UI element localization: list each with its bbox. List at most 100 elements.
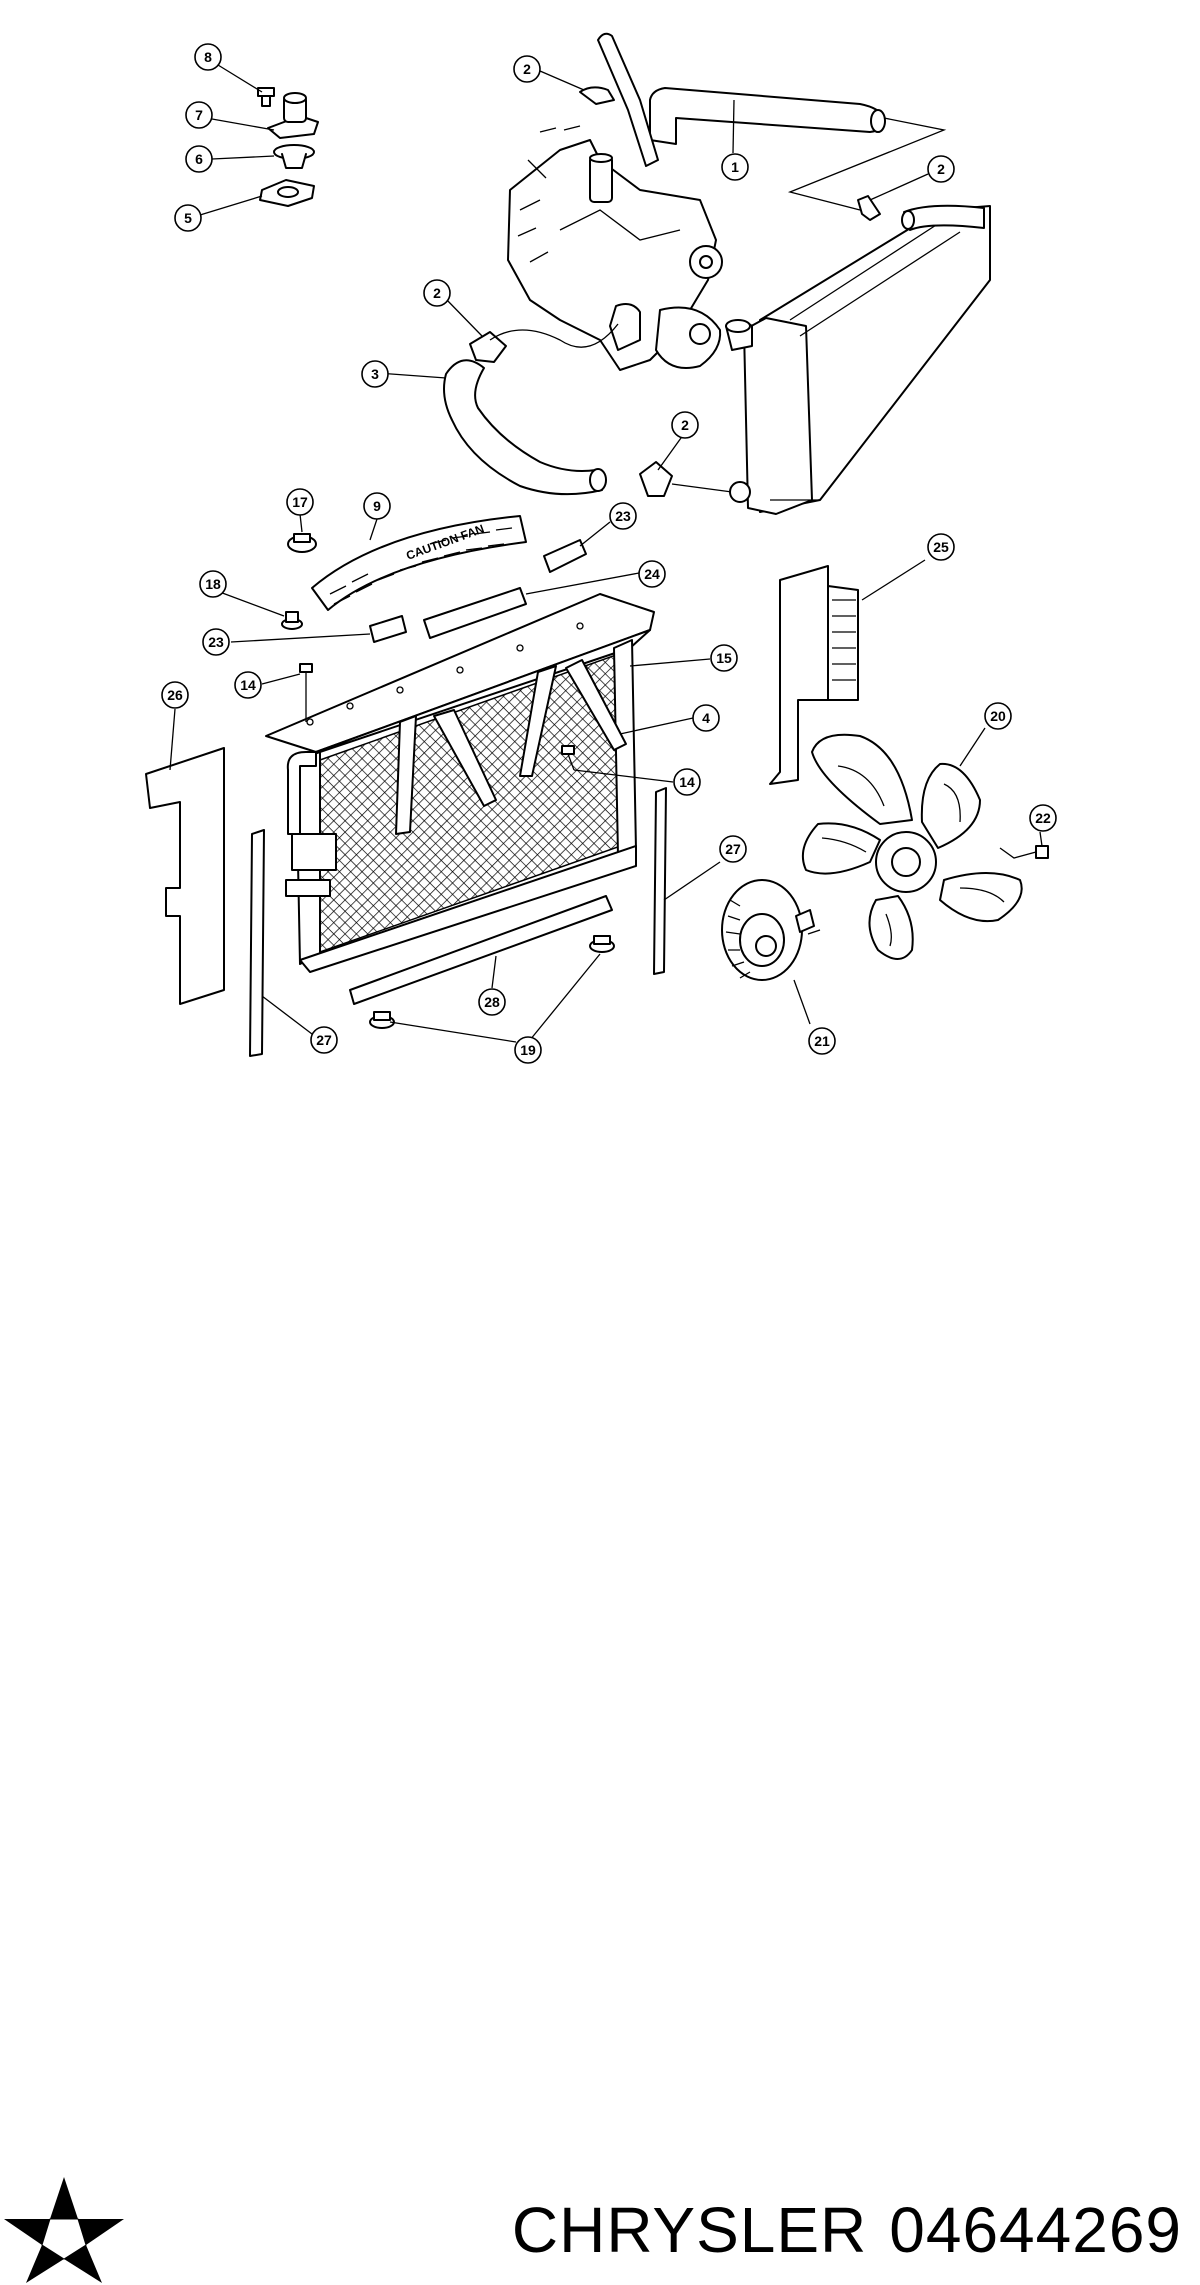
callout-label: 14 [679,774,695,790]
callout: 5 [174,204,202,232]
callout-label: 21 [814,1033,830,1049]
callout-label: 27 [725,841,741,857]
callout-label: 25 [933,539,949,555]
callout-label: 9 [373,498,381,514]
callout: 19 [514,1036,542,1064]
callout: 9 [363,492,391,520]
parts-diagram: CAUTION FAN [145,32,1057,1064]
grommet-18 [281,611,303,630]
bracket-bolt-14-lower [561,745,575,771]
callout: 18 [199,570,227,598]
callout: 7 [185,101,213,129]
callout-label: 1 [731,159,739,175]
callout: 1 [721,153,749,181]
callout: 14 [673,768,701,796]
radiator [725,204,991,515]
lower-seal-28 [349,895,613,1005]
callout: 20 [984,702,1012,730]
callout-label: 27 [316,1032,332,1048]
hose-clamp-top [579,86,615,105]
callouts: 8 7 6 5 2 1 2 2 3 2 17 9 23 25 24 18 23 … [161,43,1057,1064]
guide-line-lower [489,323,733,493]
callout-label: 14 [240,677,256,693]
brand-part-number: CHRYSLER 04644269 [512,2193,1182,2267]
callout-label: 2 [937,161,945,177]
callout: 21 [808,1027,836,1055]
callout-label: 6 [195,151,203,167]
callout-label: 8 [204,49,212,65]
pentastar-icon [4,2177,124,2283]
callout: 2 [671,411,699,439]
callout: 17 [286,488,314,516]
callout-label: 23 [615,508,631,524]
guide-line-upper [787,117,947,211]
fan-clutch [721,879,815,981]
callout: 28 [478,988,506,1016]
callout: 2 [423,279,451,307]
right-shield-25 [769,565,859,785]
callout: 6 [185,145,213,173]
callout-label: 17 [292,494,308,510]
callout: 24 [638,560,666,588]
callout-label: 19 [520,1042,536,1058]
callout: 26 [161,681,189,709]
callout-label: 23 [208,634,224,650]
thermostat [273,144,315,169]
left-shield-26 [145,747,225,1005]
callout: 2 [513,55,541,83]
thermostat-bolt [257,87,275,107]
support-rod-left [395,715,417,835]
callout: 25 [927,533,955,561]
bracket-bolt-14-upper [299,663,313,722]
part-number: 04644269 [889,2194,1182,2266]
callout-label: 26 [167,687,183,703]
fan-shroud [265,593,655,973]
hose-clamp-lower-right [639,461,673,497]
footer: CHRYSLER 04644269 [0,1085,1200,2283]
hose-clamp-lower-left [469,331,507,363]
callout-label: 22 [1035,810,1051,826]
bypass-hose [597,32,659,167]
lower-hose [443,359,607,496]
callout-label: 20 [990,708,1006,724]
callout: 3 [361,360,389,388]
fan-bolt-22 [999,845,1049,859]
callout-label: 2 [681,417,689,433]
callout-label: 18 [205,576,221,592]
rubber-cushion-23-lower [369,615,407,643]
callout: 2 [927,155,955,183]
callout: 23 [609,502,637,530]
support-rod-center [433,709,497,807]
callout-label: 15 [716,650,732,666]
side-seal-27-right [653,787,667,975]
callout-label: 4 [702,710,710,726]
callout: 14 [234,671,262,699]
callout-label: 3 [371,366,379,382]
grommet-17 [287,533,317,553]
rubber-strip-24 [423,587,527,639]
thermostat-gasket [259,179,315,207]
upper-hose [649,87,886,145]
callout-label: 24 [644,566,660,582]
callout: 23 [202,628,230,656]
callout-label: 2 [523,61,531,77]
engine-block [507,125,723,371]
side-pipe [285,751,337,897]
callout-label: 2 [433,285,441,301]
callout: 8 [194,43,222,71]
callout-label: 5 [184,210,192,226]
callout-label: 28 [484,994,500,1010]
cooling-fan [802,733,1023,960]
callout: 15 [710,644,738,672]
callout: 4 [692,704,720,732]
side-seal-27-left [249,829,265,1057]
callout: 27 [310,1026,338,1054]
hose-clamp-right [857,195,881,221]
brand-name: CHRYSLER [511,2194,868,2266]
support-rod-right [519,659,627,777]
grommet-19-left [369,1011,395,1029]
callout: 22 [1029,804,1057,832]
callout: 27 [719,835,747,863]
rubber-cushion-23-upper [543,539,587,573]
grommet-19-right [589,935,615,953]
